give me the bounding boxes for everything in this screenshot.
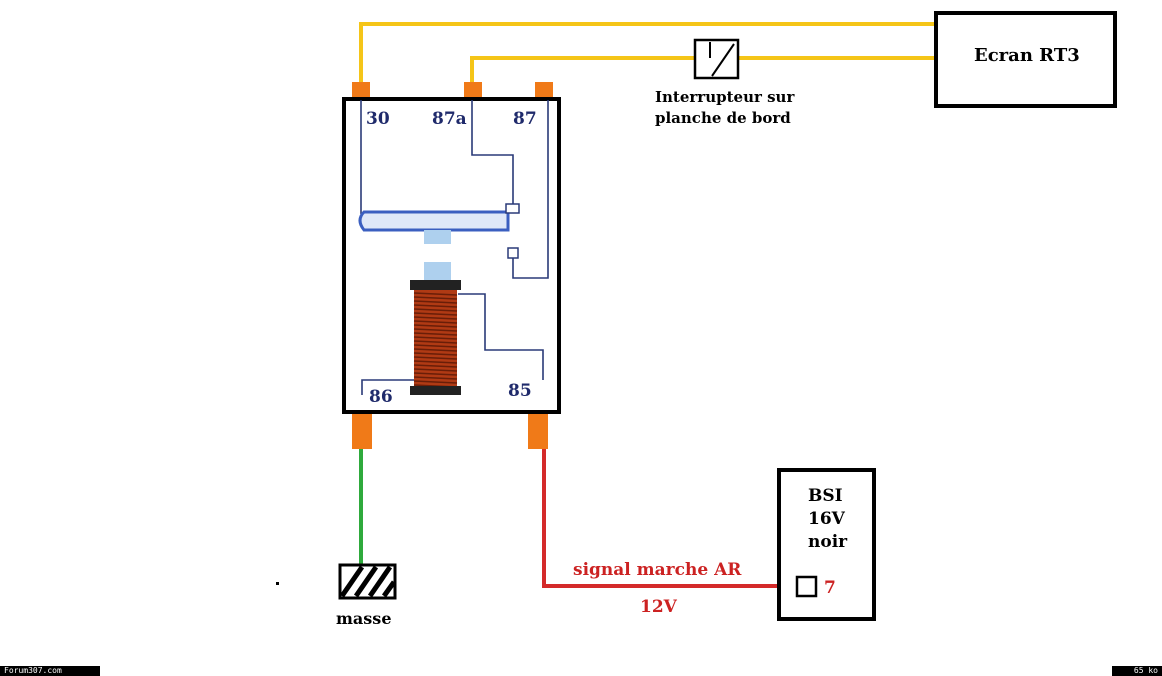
coil-stripe xyxy=(413,336,458,340)
pin-label-87a: 87a xyxy=(432,109,467,129)
terminal-85 xyxy=(528,413,548,449)
coil-stripe xyxy=(413,372,458,376)
wire-30-to-ecran xyxy=(359,22,937,82)
bsi-pin-number: 7 xyxy=(824,578,836,598)
wire-85-internal xyxy=(458,293,544,380)
bsi-label-line3: noir xyxy=(808,532,848,552)
switch-box xyxy=(693,38,740,80)
bsi-box xyxy=(777,468,876,621)
yellow-wires xyxy=(359,22,937,82)
coil-core-top xyxy=(424,262,451,282)
wire-87a-internal xyxy=(471,100,514,206)
coil-stripe xyxy=(413,292,458,296)
coil-cap-top xyxy=(410,280,461,290)
coil-stripe xyxy=(413,380,458,384)
coil-stripe xyxy=(413,312,458,316)
wire-86-internal xyxy=(361,379,414,395)
coil-stripe xyxy=(413,340,458,344)
coil-stripe xyxy=(413,368,458,372)
coil-stripe xyxy=(413,360,458,364)
coil-stripe xyxy=(413,324,458,328)
relay-internal-wiring xyxy=(360,100,549,395)
pin-label-86: 86 xyxy=(369,387,393,407)
coil-stripe xyxy=(413,308,458,312)
signal-label: signal marche AR xyxy=(573,560,742,580)
wire-87a-to-switch xyxy=(470,56,695,82)
terminal-87a xyxy=(464,82,482,100)
terminal-87 xyxy=(535,82,553,100)
coil-stripe xyxy=(413,316,458,320)
terminal-86 xyxy=(352,413,372,449)
stray-dot xyxy=(276,582,279,585)
relay-coil xyxy=(410,280,461,395)
wire-85-to-bsi xyxy=(542,449,797,588)
coil-stripe xyxy=(413,300,458,304)
coil-stripe xyxy=(413,356,458,360)
contact-87 xyxy=(507,247,519,259)
coil-stripe xyxy=(413,328,458,332)
bsi-label-line1: BSI xyxy=(808,486,843,506)
armature-arm xyxy=(358,210,510,232)
switch-label-line1: Interrupteur sur xyxy=(655,88,795,106)
coil-stripe xyxy=(413,348,458,352)
coil-stripe xyxy=(413,376,458,380)
coil-stripe xyxy=(413,304,458,308)
coil-stripe xyxy=(413,364,458,368)
wire-87-internal xyxy=(512,100,549,279)
dashboard-switch xyxy=(693,38,740,80)
coil-stripe xyxy=(413,352,458,356)
coil-cap-bottom xyxy=(410,386,461,395)
relay-contacts xyxy=(358,203,520,282)
voltage-label: 12V xyxy=(640,597,678,617)
ecran-rt3-box xyxy=(934,11,1117,108)
coil-stripe xyxy=(413,320,458,324)
ecran-rt3-label: Ecran RT3 xyxy=(974,45,1080,66)
footer-left: Forum307.com xyxy=(0,666,100,676)
coil-stripe xyxy=(413,332,458,336)
terminal-30 xyxy=(352,82,370,100)
bsi-connector-pin xyxy=(795,575,818,598)
coil-stripe xyxy=(413,344,458,348)
contact-87a xyxy=(505,203,520,214)
coil-stripe xyxy=(413,296,458,300)
pin-label-30: 30 xyxy=(366,109,390,129)
relay-terminals xyxy=(352,82,553,449)
ground-label: masse xyxy=(336,609,392,628)
footer-right: 65 ko xyxy=(1112,666,1162,676)
switch-lever xyxy=(711,43,735,77)
bsi-label-line2: 16V xyxy=(808,509,846,529)
ground-symbol xyxy=(338,563,397,600)
switch-label-line2: planche de bord xyxy=(655,109,791,127)
pin-label-87: 87 xyxy=(513,109,537,129)
armature-pusher xyxy=(424,230,451,244)
pin-label-85: 85 xyxy=(508,381,532,401)
